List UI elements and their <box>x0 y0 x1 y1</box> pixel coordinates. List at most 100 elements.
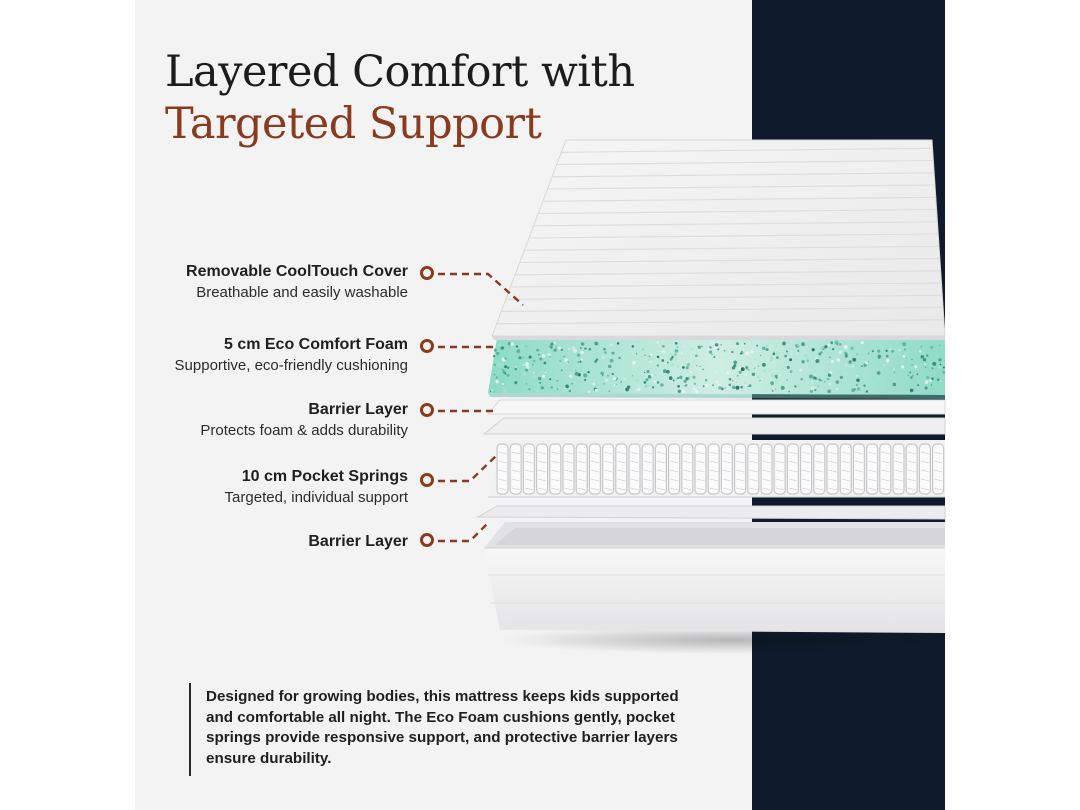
spring-coil-line <box>933 451 943 455</box>
foam-speckle <box>714 385 717 387</box>
spring-coil-line <box>603 460 613 464</box>
foam-speckle <box>584 378 587 382</box>
foam-speckle <box>736 342 739 346</box>
foam-speckle <box>924 380 929 384</box>
foam-speckle <box>649 360 652 363</box>
spring-coil-line <box>894 478 903 482</box>
foam-speckle <box>611 372 614 376</box>
foam-speckle <box>528 355 532 359</box>
foam-speckle <box>917 384 920 387</box>
foam-speckle <box>820 379 823 382</box>
spring-coil-line <box>709 451 719 455</box>
foam-speckle <box>936 378 940 382</box>
spring-coil <box>720 443 734 495</box>
foam-speckle <box>608 390 610 392</box>
foam-speckle <box>493 348 497 352</box>
foam-speckle <box>877 349 881 353</box>
callout-dot-cover <box>420 266 434 280</box>
spring-coil-line <box>537 460 547 464</box>
foam-speckle <box>761 362 766 367</box>
label-heading: 10 cm Pocket Springs <box>241 468 408 485</box>
foam-speckle <box>916 373 919 375</box>
foam-speckle <box>850 346 854 351</box>
foam-speckle <box>836 358 841 362</box>
foam-speckle <box>656 340 660 344</box>
foam-speckle <box>544 371 547 374</box>
foam-speckle <box>796 352 799 355</box>
spring-coil <box>892 443 905 495</box>
quilt-line <box>538 208 937 215</box>
spring-coil-line <box>907 460 917 464</box>
foam-speckle <box>745 351 750 356</box>
foam-speckle <box>642 348 644 351</box>
foam-speckle <box>828 382 832 386</box>
spring-coil-line <box>603 487 613 491</box>
foam-speckle <box>717 342 721 345</box>
spring-coil-line <box>656 487 666 491</box>
foam-speckle <box>770 356 774 360</box>
spring-coil <box>681 443 694 495</box>
spring-coil-line <box>630 478 639 482</box>
spring-coil <box>826 443 839 495</box>
foam-speckle <box>560 369 563 372</box>
spring-coil-line <box>564 478 573 482</box>
foam-speckle <box>541 374 546 379</box>
spring-coil-line <box>735 451 745 455</box>
foam-speckle <box>510 341 514 346</box>
foam-speckle <box>830 359 834 364</box>
foam-speckle <box>635 378 639 383</box>
foam-speckle <box>812 376 816 380</box>
foam-speckle <box>685 366 689 370</box>
foam-speckle <box>930 345 934 349</box>
foam-speckle <box>674 353 677 356</box>
foam-speckle <box>604 351 607 354</box>
foam-speckle <box>931 348 934 351</box>
quilt-line <box>501 306 944 313</box>
foam-speckle <box>592 382 596 386</box>
foam-speckle <box>580 342 585 346</box>
spring-coil-line <box>669 478 679 482</box>
foam-speckle <box>852 357 857 362</box>
foam-speckle <box>649 352 653 357</box>
spring-coil-line <box>683 478 692 482</box>
foam-speckle <box>645 378 649 382</box>
foam-speckle <box>809 389 813 393</box>
foam-speckle <box>671 355 674 359</box>
spring-coil-line <box>551 451 560 455</box>
spring-coil-line <box>801 478 811 482</box>
foam-speckle <box>844 363 848 367</box>
spring-coil-line <box>801 487 811 491</box>
spring-coil-line <box>735 487 745 491</box>
foam-speckle <box>939 344 941 346</box>
spring-coil-line <box>656 478 666 482</box>
spring-coil-line <box>841 487 851 491</box>
foam-speckle <box>790 371 792 374</box>
foam-speckle <box>643 381 647 384</box>
spring-coil-line <box>933 460 943 464</box>
foam-speckle <box>636 341 640 344</box>
spring-coil <box>601 443 615 495</box>
spring-coil-line <box>920 460 930 464</box>
foam-speckle <box>615 354 618 357</box>
foam-speckle <box>762 346 766 350</box>
foam-speckle <box>661 349 666 354</box>
foam-speckle <box>717 383 722 387</box>
foam-speckle <box>714 346 718 350</box>
foam-speckle <box>780 385 785 390</box>
foam-speckle <box>818 378 821 381</box>
foam-speckle <box>723 349 726 352</box>
foam-speckle <box>570 341 573 345</box>
foam-speckle <box>851 388 855 393</box>
foam-speckle <box>715 380 719 384</box>
foam-speckle <box>838 355 843 360</box>
foam-speckle <box>603 382 605 385</box>
spring-coil-line <box>577 487 587 491</box>
foam-speckle <box>674 341 678 345</box>
foam-speckle <box>867 366 870 369</box>
quilt-line <box>515 270 941 276</box>
callout-dot-foam <box>420 339 434 353</box>
foam-speckle <box>677 385 680 388</box>
foam-speckle <box>501 368 504 371</box>
spring-coil-line <box>788 487 798 491</box>
label-subtext: Supportive, eco-friendly cushioning <box>174 357 408 374</box>
